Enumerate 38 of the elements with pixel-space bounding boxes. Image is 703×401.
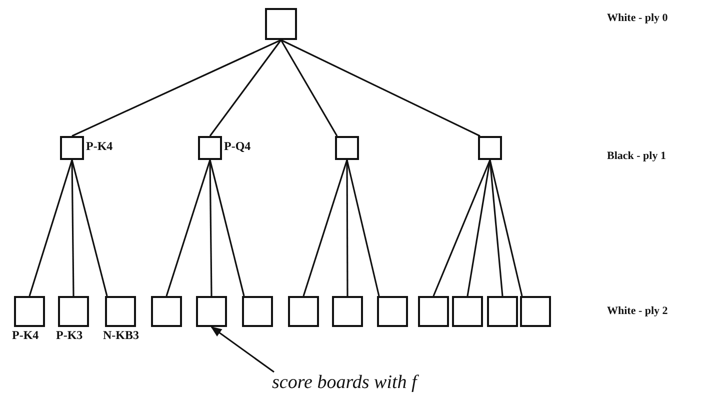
tree-node-box	[332, 296, 363, 327]
tree-node-box	[242, 296, 273, 327]
tree-edge	[280, 40, 338, 136]
tree-edge	[346, 160, 348, 296]
move-label: N-KB3	[103, 328, 139, 342]
ply-label: Black - ply 1	[607, 150, 666, 162]
tree-edge	[71, 160, 74, 296]
tree-edge	[209, 160, 212, 296]
tree-edge	[280, 39, 480, 137]
tree-node-box	[377, 296, 408, 327]
move-label: P-K3	[56, 328, 83, 342]
tree-edge	[302, 160, 348, 296]
tree-node-box	[478, 136, 502, 160]
tree-node-box	[265, 8, 297, 40]
ply-label: White - ply 0	[607, 12, 668, 24]
tree-edge	[489, 160, 523, 296]
move-label: P-Q4	[224, 139, 251, 153]
tree-edge	[346, 160, 380, 296]
tree-node-box	[418, 296, 449, 327]
tree-node-box	[452, 296, 483, 327]
tree-node-box	[196, 296, 227, 327]
tree-edge	[71, 160, 108, 296]
tree-node-box	[487, 296, 518, 327]
tree-edge	[166, 160, 211, 296]
move-label: P-K4	[86, 139, 113, 153]
annotation-text: score boards with f	[272, 372, 417, 394]
tree-edge	[72, 39, 282, 137]
arrow	[210, 326, 274, 373]
tree-edge	[209, 160, 245, 296]
ply-label: White - ply 2	[607, 305, 668, 317]
tree-edge	[432, 160, 491, 296]
move-label: P-K4	[12, 328, 39, 342]
tree-node-box	[520, 296, 551, 327]
tree-node-box	[151, 296, 182, 327]
tree-node-box	[288, 296, 319, 327]
tree-edge	[209, 40, 282, 136]
tree-node-box	[335, 136, 359, 160]
tree-edge	[28, 160, 73, 296]
